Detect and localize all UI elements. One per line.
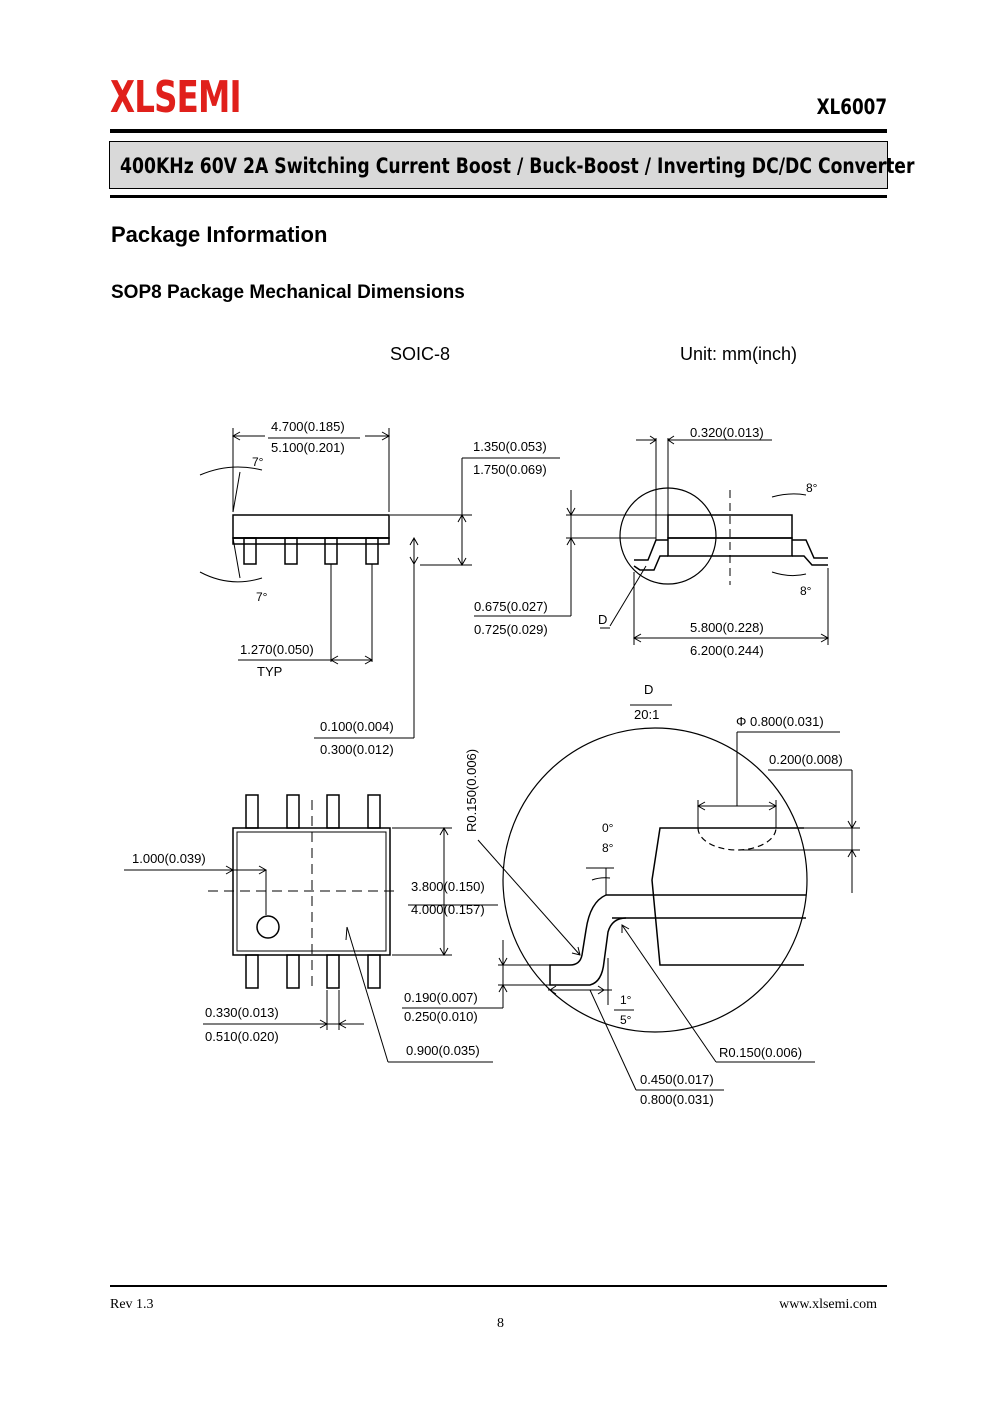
dimension-label-d-width-min: 5.800(0.228) (690, 620, 764, 635)
dimension-label-d-standoff-min: 0.675(0.027) (474, 599, 548, 614)
dimension-label-d-angle-7b: 7° (256, 590, 268, 604)
revision-label: Rev 1.3 (110, 1297, 154, 1312)
dimension-label-d-detail-scale: 20:1 (634, 707, 659, 722)
dimension-label-d-lw-min: 0.330(0.013) (205, 1005, 279, 1020)
dimension-label-d-bw-min: 3.800(0.150) (411, 879, 485, 894)
dimension-label-d-r-bot: R0.150(0.006) (719, 1045, 802, 1060)
dimension-label-d-angle-8c: 8° (602, 841, 614, 855)
dimension-label-d-pin1: 1.000(0.039) (132, 851, 206, 866)
end-view (619, 487, 828, 585)
xlsemi-logo: XLSEMI (110, 72, 242, 123)
dimension-label-d-width-max: 6.200(0.244) (690, 643, 764, 658)
dimension-label-d-phi: Φ 0.800(0.031) (736, 714, 824, 729)
header-rule-bottom (110, 195, 887, 198)
document-title: 400KHz 60V 2A Switching Current Boost / … (120, 154, 915, 178)
website-link[interactable]: www.xlsemi.com (779, 1297, 877, 1312)
dimension-label-d-height-max: 1.750(0.069) (473, 462, 547, 477)
section-title: Package Information (111, 222, 328, 247)
unit-label: Unit: mm(inch) (680, 344, 797, 364)
dimension-label-d-clear-max: 0.300(0.012) (320, 742, 394, 757)
dimension-label-d-bw-max: 4.000(0.157) (411, 902, 485, 917)
dimension-label-d-standoff-max: 0.725(0.029) (474, 622, 548, 637)
dimension-label-d-lw-max: 0.510(0.020) (205, 1029, 279, 1044)
title-banner: 400KHz 60V 2A Switching Current Boost / … (109, 141, 914, 189)
dimension-label-d-angle-8a: 8° (806, 481, 818, 495)
dimension-label-d-angle-1: 1° (620, 993, 632, 1007)
dimension-label-d-angle-5: 5° (620, 1013, 632, 1027)
side-view (232, 514, 390, 565)
dimension-label-d-angle-8b: 8° (800, 584, 812, 598)
dimension-label-d-foot-min: 0.450(0.017) (640, 1072, 714, 1087)
dimension-label-d-lead-t: 0.200(0.008) (769, 752, 843, 767)
dimension-label-d-pitch: 1.270(0.050) (240, 642, 314, 657)
dimension-label-d-t-max: 0.250(0.010) (404, 1009, 478, 1024)
dimension-label-d-body-len-min: 4.700(0.185) (271, 419, 345, 434)
dimension-label-d-r-top: R0.150(0.006) (464, 749, 479, 832)
part-number: XL6007 (816, 95, 887, 119)
dimension-label-d-angle-7a: 7° (252, 455, 264, 469)
header-rule-top (110, 129, 887, 133)
footer-rule (110, 1285, 887, 1287)
dimension-label-d-height-min: 1.350(0.053) (473, 439, 547, 454)
dimension-label-d-lead-len: 0.900(0.035) (406, 1043, 480, 1058)
dimension-label-d-body-len-max: 5.100(0.201) (271, 440, 345, 455)
dimension-label-d-detail: D (598, 612, 607, 627)
dimension-label-d-pitch-typ: TYP (257, 664, 282, 679)
dimension-label-d-detail-d: D (644, 682, 653, 697)
subsection-title: SOP8 Package Mechanical Dimensions (111, 282, 465, 303)
detail-d-view (502, 727, 808, 1033)
dimension-label-d-lead-w-min: 0.320(0.013) (690, 425, 764, 440)
dimension-label-d-foot-max: 0.800(0.031) (640, 1092, 714, 1107)
dimension-label-d-angle-0: 0° (602, 821, 614, 835)
page-number: 8 (497, 1316, 504, 1331)
package-name-label: SOIC-8 (390, 344, 450, 364)
dimension-label-d-clear-min: 0.100(0.004) (320, 719, 394, 734)
dimension-label-d-t-min: 0.190(0.007) (404, 990, 478, 1005)
